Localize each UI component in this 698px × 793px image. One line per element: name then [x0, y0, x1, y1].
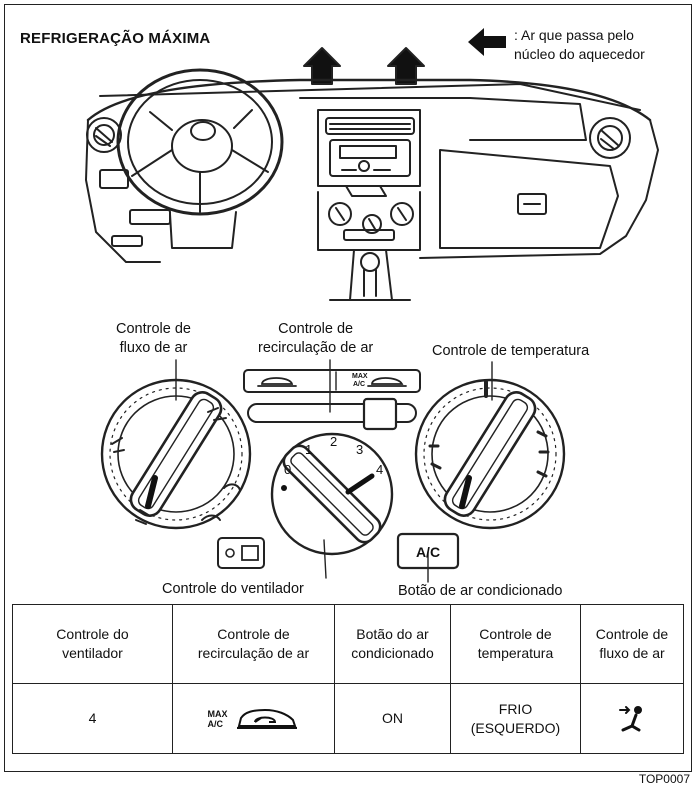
- legend-line-1: : Ar que passa pelo: [514, 27, 634, 43]
- temp-line: FRIO: [498, 700, 533, 717]
- header-temperature: Controle de temperatura: [450, 604, 581, 684]
- header-ac: Botão do ar condicionado: [334, 604, 451, 684]
- ac-button-label: A/C: [416, 544, 440, 560]
- header-fan: Controle do ventilador: [12, 604, 173, 684]
- air-flow-control-label: Controle de fluxo de ar: [116, 320, 191, 358]
- recirculation-control-label: Controle de recirculação de ar: [258, 320, 373, 358]
- figure-frame: [4, 4, 692, 772]
- legend-line-2: núcleo do aquecedor: [514, 46, 645, 62]
- car-recirculation-icon: [237, 708, 298, 729]
- fan-dial-tick: 1: [305, 442, 312, 457]
- face-vent-icon: [619, 705, 642, 731]
- fan-dial-tick: 4: [376, 462, 383, 477]
- figure-code: TOP0007: [638, 772, 690, 786]
- settings-table: Controle do ventilador Controle de recircu…: [12, 604, 684, 754]
- ac-button-label-callout: Botão de ar condicionado: [398, 583, 563, 599]
- header-line: Controle de: [595, 626, 669, 642]
- arrow-left-icon: [468, 28, 506, 56]
- fan-control-label: Controle do ventilador: [162, 581, 304, 597]
- fan-dial-tick: 3: [356, 442, 363, 457]
- header-line: Botão do ar: [356, 626, 429, 642]
- cell-temperature: FRIO (ESQUERDO): [450, 683, 581, 754]
- label-line: recirculação de ar: [258, 340, 374, 356]
- ac-text: A/C: [207, 718, 224, 729]
- header-line: Controle de: [217, 626, 290, 642]
- header-line: ventilador: [62, 645, 123, 661]
- cell-ac: ON: [334, 683, 451, 754]
- header-line: condicionado: [351, 645, 434, 661]
- temp-line: (ESQUERDO): [470, 719, 561, 736]
- cell-fan: 4: [12, 683, 173, 754]
- table-header-row: Controle do ventilador Controle de recircu…: [12, 604, 684, 684]
- cell-air-flow: [580, 683, 684, 754]
- recirc-max-label: MAX: [352, 373, 368, 380]
- label-line: fluxo de ar: [119, 340, 188, 356]
- max-text: MAX: [207, 708, 228, 719]
- label-line: Controle de: [278, 321, 354, 337]
- label-line: Controle de: [116, 321, 191, 337]
- header-line: recirculação de ar: [197, 645, 310, 661]
- fan-dial-tick: 2: [330, 434, 337, 449]
- header-air-flow: Controle de fluxo de ar: [580, 604, 684, 684]
- figure-title: REFRIGERAÇÃO MÁXIMA: [20, 30, 211, 47]
- recirc-ac-label: A/C: [353, 381, 365, 388]
- airflow-arrow-icon: [387, 47, 425, 85]
- header-recirculation: Controle de recirculação de ar: [172, 604, 335, 684]
- airflow-arrow-icon: [303, 47, 341, 85]
- header-line: Controle do: [56, 626, 129, 642]
- header-line: fluxo de ar: [599, 645, 665, 661]
- temperature-control-label: Controle de temperatura: [432, 343, 590, 359]
- dashboard-illustration: 0 1 2 3 4 MAX A/C A/C: [85, 47, 659, 583]
- legend-text: : Ar que passa pelo núcleo do aquecedor: [514, 26, 645, 64]
- fan-dial-tick: 0: [284, 462, 291, 477]
- header-line: temperatura: [477, 645, 554, 661]
- header-line: Controle de: [479, 626, 552, 642]
